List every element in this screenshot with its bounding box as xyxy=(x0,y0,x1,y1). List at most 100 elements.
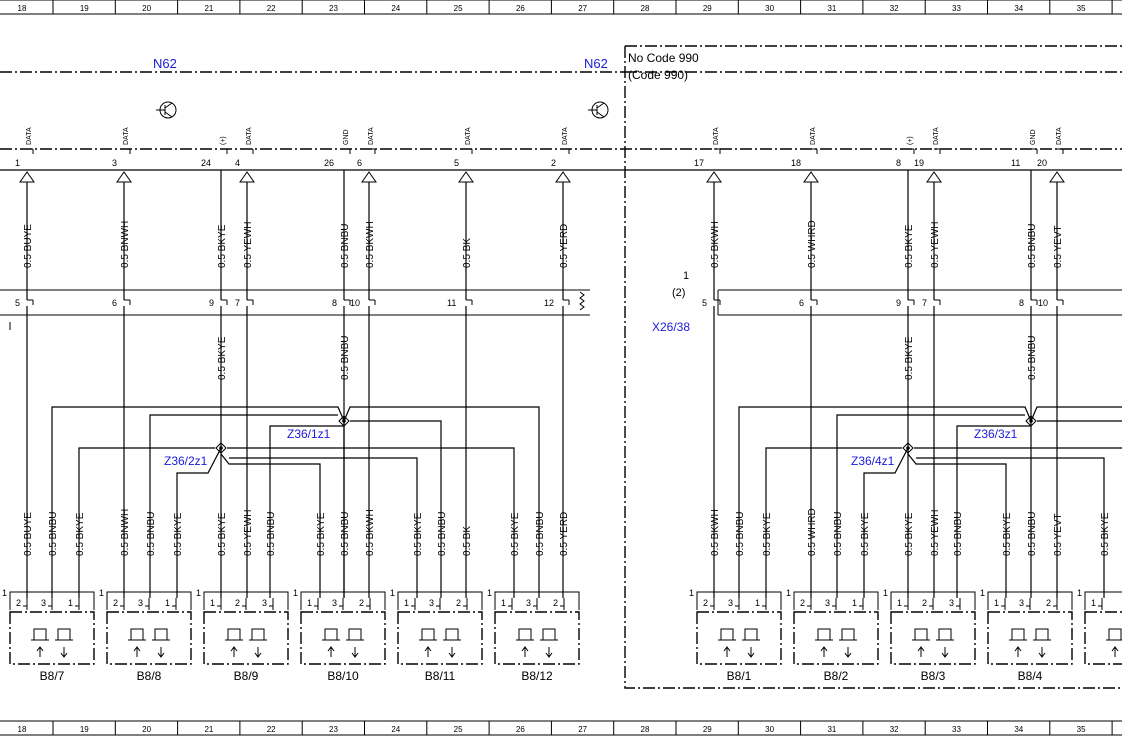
splice-label: Z36/1z1 xyxy=(287,427,331,441)
sensor-pin-number: 2 xyxy=(922,598,927,608)
sensor-pin-number: 3 xyxy=(1019,598,1024,608)
ruler-number: 18 xyxy=(18,725,27,734)
ruler-number: 19 xyxy=(80,725,89,734)
pin-type: DATA xyxy=(465,127,472,145)
wire-label: 0.5 BKWH xyxy=(365,221,376,268)
sensor-pin-number: 1 xyxy=(501,598,506,608)
wire-label: 0.5 BKYE xyxy=(1002,512,1013,556)
ruler-number: 28 xyxy=(641,725,650,734)
splice-label: Z36/4z1 xyxy=(851,454,895,468)
arrow-up-icon xyxy=(917,646,925,657)
wire-label: 0.5 BNBU xyxy=(48,512,59,556)
wire xyxy=(1030,406,1122,422)
wire-label: 0.5 YEWH xyxy=(243,222,254,269)
transducer-icon xyxy=(55,628,73,641)
wire-label: 0.5 BNBU xyxy=(146,512,157,556)
sensor-pin-number: 3 xyxy=(728,598,733,608)
ruler-number: 27 xyxy=(578,4,587,13)
transistor-icon xyxy=(164,102,173,109)
transducer-icon xyxy=(419,628,437,641)
sensor-pin-number: 3 xyxy=(526,598,531,608)
wire-label: 0.5 BNBU xyxy=(1027,224,1038,268)
sensor-connector xyxy=(987,591,1073,610)
transducer-icon xyxy=(815,628,833,641)
sensor-pin-number: 3 xyxy=(949,598,954,608)
ruler-number: 28 xyxy=(641,4,650,13)
connector-pin-number: 6 xyxy=(799,298,804,308)
wire-label: 0.5 BKWH xyxy=(710,509,721,556)
code-label: (Code 990) xyxy=(628,68,688,82)
sensor-name: B8/7 xyxy=(40,669,65,683)
wire-label: 0.5 BNBU xyxy=(1027,512,1038,556)
sensor-pin-number: 1 xyxy=(852,598,857,608)
ruler-number: 35 xyxy=(1077,4,1086,13)
splice-node xyxy=(342,419,346,423)
splice-node xyxy=(215,442,227,454)
wire-label: 0.5 BKYE xyxy=(217,512,228,556)
ruler-number: 23 xyxy=(329,725,338,734)
connector-pin-number: 7 xyxy=(235,298,240,308)
ruler-number: 29 xyxy=(703,725,712,734)
pin-number: 26 xyxy=(324,158,334,168)
sensor-pin-number: 2 xyxy=(359,598,364,608)
sensor-body xyxy=(793,611,879,665)
transistor-icon xyxy=(596,102,605,109)
sensor-pin-number: 2 xyxy=(16,598,21,608)
transducer-icon xyxy=(128,628,146,641)
sensor-name: B8/3 xyxy=(921,669,946,683)
connector-pin-number: 6 xyxy=(112,298,117,308)
connector-strip: 0.5 BKYE 0.5 BNBU 0.5 BKYE 0.5 BNBU xyxy=(26,306,1058,598)
sensor-name: B8/9 xyxy=(234,669,259,683)
transducer-icon xyxy=(152,628,170,641)
pin-type: GND xyxy=(1030,129,1037,145)
arrow-up-icon xyxy=(1111,646,1119,657)
ruler-number: 20 xyxy=(142,725,151,734)
wire-label: 0.5 YEWH xyxy=(243,510,254,557)
pin-type: DATA xyxy=(26,127,33,145)
wire-label: 0.5 BKYE xyxy=(904,336,915,380)
splice-node xyxy=(1029,419,1033,423)
arrow-up-icon xyxy=(723,646,731,657)
signal-arrow xyxy=(706,171,722,183)
sensor-partial: 11 xyxy=(1077,588,1122,665)
sensor-connector xyxy=(696,591,782,610)
sensor-body xyxy=(397,611,483,665)
ruler-number: 31 xyxy=(827,725,836,734)
ruler-number: 33 xyxy=(952,725,961,734)
wire-label: 0.5 BK xyxy=(462,238,473,268)
pin-number: 2 xyxy=(551,158,556,168)
transducer-icon xyxy=(540,628,558,641)
sensor-name: B8/11 xyxy=(425,669,456,683)
pin-type: DATA xyxy=(1056,127,1063,145)
ruler-number: 33 xyxy=(952,4,961,13)
wire-label: 0.5 BNWH xyxy=(120,221,131,268)
arrow-up-icon xyxy=(327,646,335,657)
code-label: No Code 990 xyxy=(628,51,699,65)
sensor-corner-label: 1 xyxy=(883,588,888,598)
splice-label: Z36/2z1 xyxy=(164,454,208,468)
pin-type: GND xyxy=(343,129,350,145)
arrow-up-icon xyxy=(521,646,529,657)
wire-label: 0.5 BNBU xyxy=(340,512,351,556)
ruler-number: 24 xyxy=(391,4,400,13)
wire xyxy=(229,457,418,598)
pin-number: 19 xyxy=(914,158,924,168)
connector-pin-number: 7 xyxy=(922,298,927,308)
connector-pin-number: 11 xyxy=(447,298,456,308)
connector-pin-number: 10 xyxy=(350,298,360,308)
ruler-number: 26 xyxy=(516,725,525,734)
signal-arrow xyxy=(555,171,571,183)
sensor-corner-label: 1 xyxy=(980,588,985,598)
